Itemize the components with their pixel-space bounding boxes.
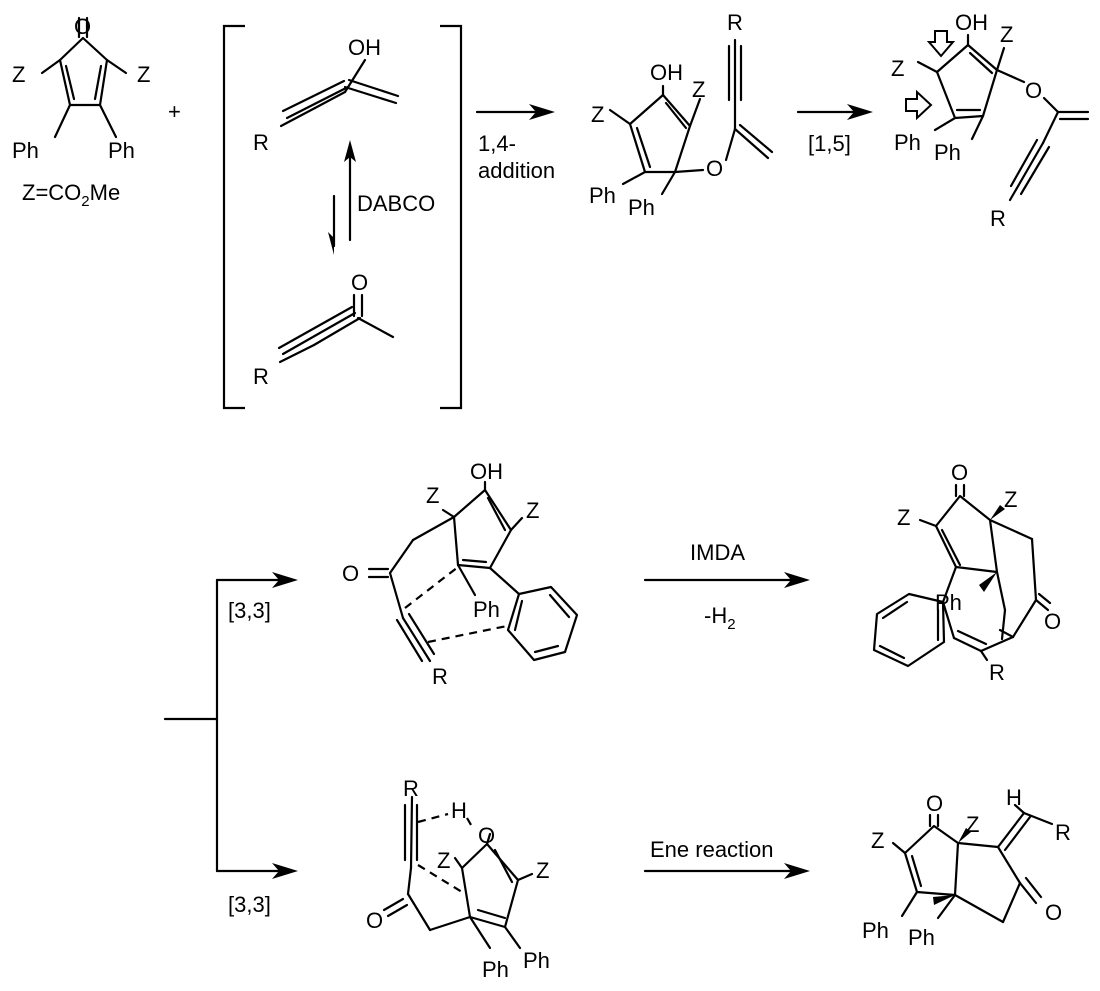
ene-product: O Z Z H R O Ph Ph: [862, 785, 1071, 950]
r-label: R: [727, 10, 743, 35]
r-label: R: [403, 776, 419, 801]
dehydrogenation-label: -H2: [704, 603, 736, 633]
r-label: R: [989, 660, 1005, 685]
phenyl-label: Ph: [908, 925, 935, 950]
ene-precursor: R H O Z Z O Ph Ph: [366, 776, 550, 982]
r-label: R: [253, 364, 269, 389]
hydroxyl-label: OH: [955, 10, 988, 35]
addition-adduct: OH Z Z Ph Ph O R: [589, 10, 774, 220]
oxygen-label: O: [351, 270, 368, 295]
phenyl-label: Ph: [935, 590, 962, 615]
phenyl-label: Ph: [628, 195, 655, 220]
oxygen-label: O: [366, 908, 383, 933]
z-definition: Z=CO2Me: [22, 180, 120, 210]
z-label: Z: [897, 505, 910, 530]
arrow-shift: [1,5]: [796, 104, 873, 156]
addition-label-1: 1,4-: [478, 131, 516, 156]
phenyl-label: Ph: [934, 140, 961, 165]
addition-label-2: addition: [478, 158, 555, 183]
z-label: Z: [137, 62, 150, 87]
shift-label: [1,5]: [808, 131, 851, 156]
ene-label: Ene reaction: [650, 837, 774, 862]
sigma-shift-label-top: [3,3]: [228, 598, 271, 623]
r-label: R: [432, 664, 448, 689]
equilibrium-bracket: R OH DABCO O R: [222, 24, 463, 410]
z-label: Z: [536, 858, 549, 883]
hydrogen-label: H: [451, 798, 467, 823]
oxygen-label: O: [926, 791, 943, 816]
phenyl-label: Ph: [12, 138, 39, 163]
oxygen-label: O: [951, 460, 968, 485]
z-label: Z: [871, 828, 884, 853]
z-label: Z: [12, 62, 25, 87]
plus-sign: +: [168, 99, 181, 124]
dabco-label: DABCO: [357, 191, 435, 216]
arrow-ene: Ene reaction: [643, 837, 810, 879]
cyclopentadienone: O Z Z Ph Ph: [12, 14, 150, 163]
hydroxyl-label: OH: [650, 60, 683, 85]
branch-connector: [3,3] [3,3]: [163, 572, 298, 917]
z-label: Z: [426, 483, 439, 508]
z-label: Z: [1004, 487, 1017, 512]
hydroxyl-label: OH: [348, 35, 381, 60]
r-label: R: [990, 206, 1006, 231]
shift-product: OH Z Z Ph Ph O R: [891, 10, 1090, 231]
phenyl-label: Ph: [862, 918, 889, 943]
z-label: Z: [966, 812, 979, 837]
r-label: R: [253, 130, 269, 155]
z-label: Z: [692, 77, 705, 102]
oxygen-label: O: [342, 561, 359, 586]
z-label: Z: [891, 56, 904, 81]
z-label: Z: [1000, 22, 1013, 47]
z-label: Z: [437, 848, 450, 873]
oxygen-label: O: [706, 156, 723, 181]
phenyl-label: Ph: [473, 597, 500, 622]
oxygen-label: O: [74, 14, 91, 39]
oxygen-label: O: [1044, 609, 1061, 634]
imda-product: O Z Z Ph O R: [872, 460, 1061, 685]
phenyl-label: Ph: [523, 948, 550, 973]
hydrogen-label: H: [1006, 785, 1022, 810]
oxygen-label: O: [478, 823, 495, 848]
phenyl-label: Ph: [482, 957, 509, 982]
z-label: Z: [591, 102, 604, 127]
arrow-imda: IMDA -H2: [643, 540, 810, 633]
z-label: Z: [526, 498, 539, 523]
sigma-shift-label-bottom: [3,3]: [228, 892, 271, 917]
arrow-addition: 1,4- addition: [475, 104, 555, 183]
phenyl-label: Ph: [589, 183, 616, 208]
oxygen-label: O: [1045, 900, 1062, 925]
imda-label: IMDA: [690, 540, 745, 565]
phenyl-label: Ph: [894, 130, 921, 155]
oxygen-label: O: [1025, 78, 1042, 103]
hydroxyl-label: OH: [470, 459, 503, 484]
phenyl-label: Ph: [108, 138, 135, 163]
imda-precursor: OH Z Z Ph O R: [342, 459, 579, 689]
r-label: R: [1055, 820, 1071, 845]
